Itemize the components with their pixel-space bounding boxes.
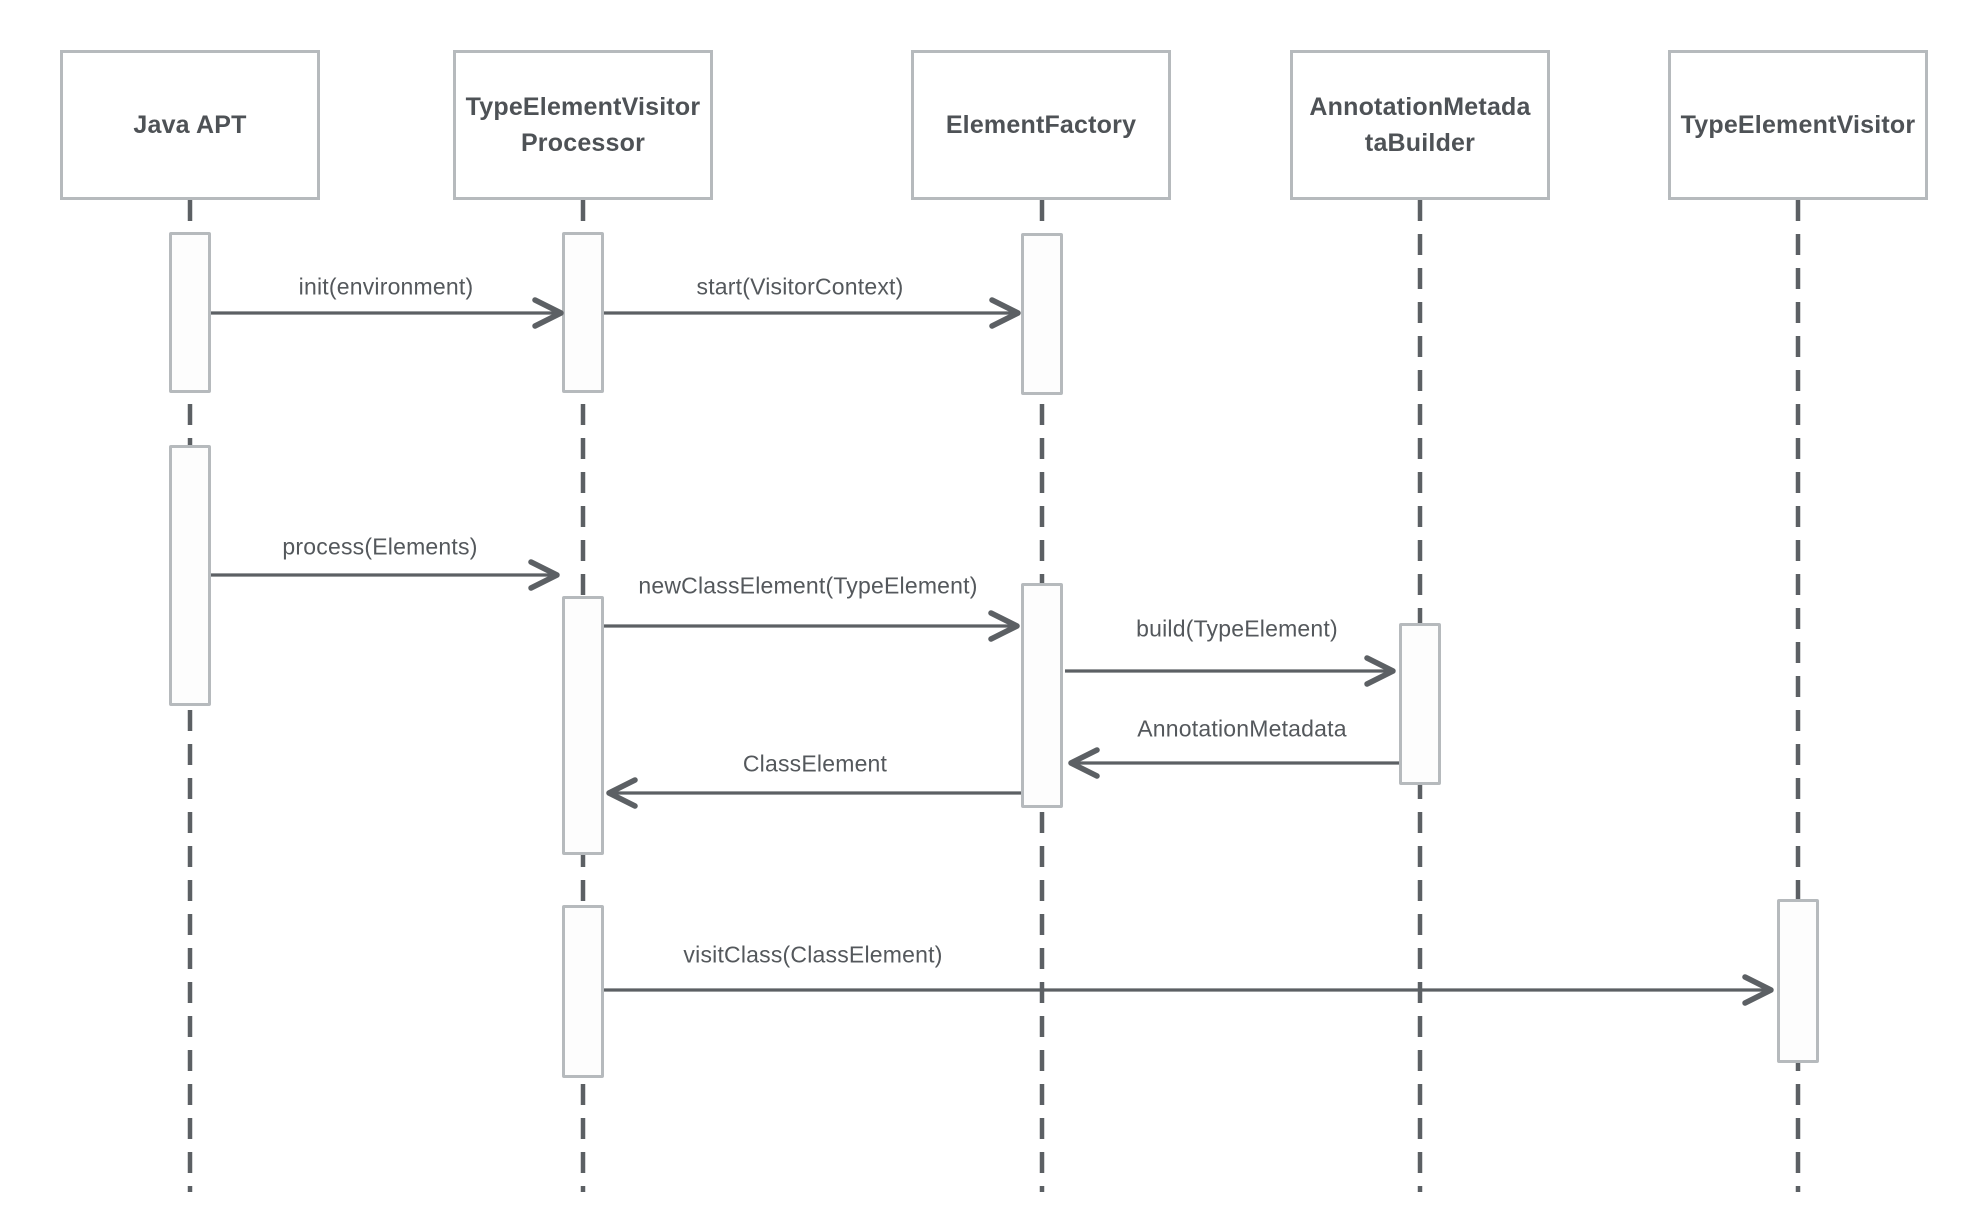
message-arrow-start — [604, 297, 1021, 329]
message-arrow-process — [211, 559, 560, 591]
activation-annotation-metadata-builder — [1399, 623, 1441, 785]
message-label-new-class-element: newClassElement(TypeElement) — [638, 572, 978, 599]
message-label-process: process(Elements) — [282, 533, 478, 560]
message-label-init: init(environment) — [298, 273, 474, 300]
activation-java-apt-2 — [169, 445, 211, 706]
participant-annotation-metadata-builder: AnnotationMetada taBuilder — [1290, 50, 1550, 200]
activation-tevp-3 — [562, 905, 604, 1078]
message-label-class-element: ClassElement — [742, 750, 888, 777]
message-arrow-class-element-return — [606, 777, 1021, 809]
participant-java-apt: Java APT — [60, 50, 320, 200]
message-label-start: start(VisitorContext) — [696, 273, 904, 300]
message-arrow-build — [1065, 655, 1396, 687]
activation-type-element-visitor — [1777, 899, 1819, 1063]
activation-java-apt-1 — [169, 232, 211, 393]
activation-element-factory-2 — [1021, 583, 1063, 808]
message-label-visit-class: visitClass(ClassElement) — [683, 941, 943, 968]
activation-element-factory-1 — [1021, 233, 1063, 395]
activation-tevp-1 — [562, 232, 604, 393]
message-arrow-visit-class — [604, 974, 1774, 1006]
message-label-annotation-metadata: AnnotationMetadata — [1137, 715, 1347, 742]
participant-type-element-visitor-processor: TypeElementVisitor Processor — [453, 50, 713, 200]
activation-tevp-2 — [562, 596, 604, 855]
message-arrow-annotation-metadata-return — [1068, 747, 1399, 779]
participant-type-element-visitor: TypeElementVisitor — [1668, 50, 1928, 200]
participant-element-factory: ElementFactory — [911, 50, 1171, 200]
message-arrow-new-class-element — [604, 610, 1020, 642]
message-arrow-init — [211, 297, 564, 329]
message-label-build: build(TypeElement) — [1136, 615, 1338, 642]
